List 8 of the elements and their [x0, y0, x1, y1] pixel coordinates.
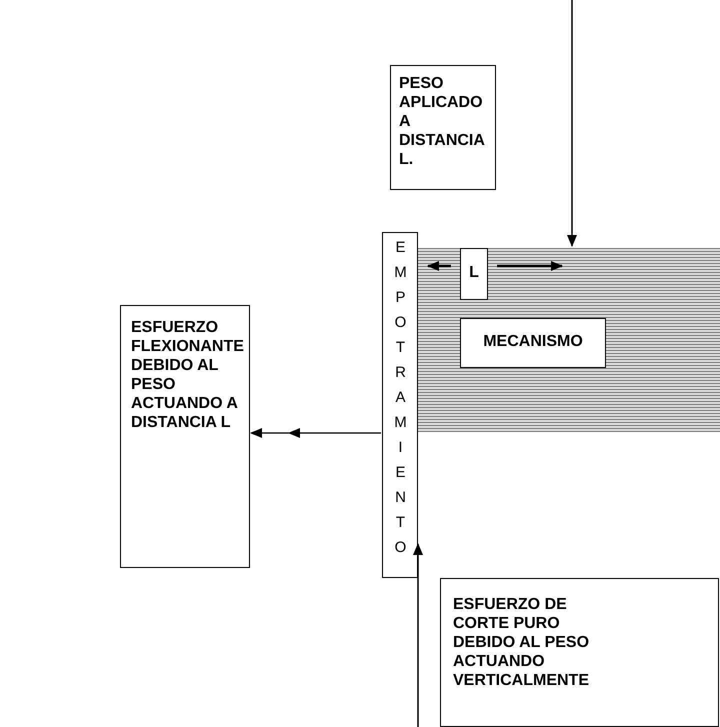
text-box: PESO APLICADO A DISTANCIA L. [390, 65, 496, 190]
text-box: ESFUERZO DE CORTE PURO DEBIDO AL PESO ACTUANDO VERTICALMENTE [440, 578, 719, 727]
support-box: EMPOTRAMIENTO [382, 232, 418, 578]
arrow [251, 428, 381, 438]
text-box: MECANISMO [460, 318, 606, 368]
text-box: L [460, 248, 488, 300]
text-box: ESFUERZO FLEXIONANTE DEBIDO AL PESO ACTUANDO A DISTANCIA L [120, 305, 250, 568]
beam-bar [418, 248, 720, 432]
